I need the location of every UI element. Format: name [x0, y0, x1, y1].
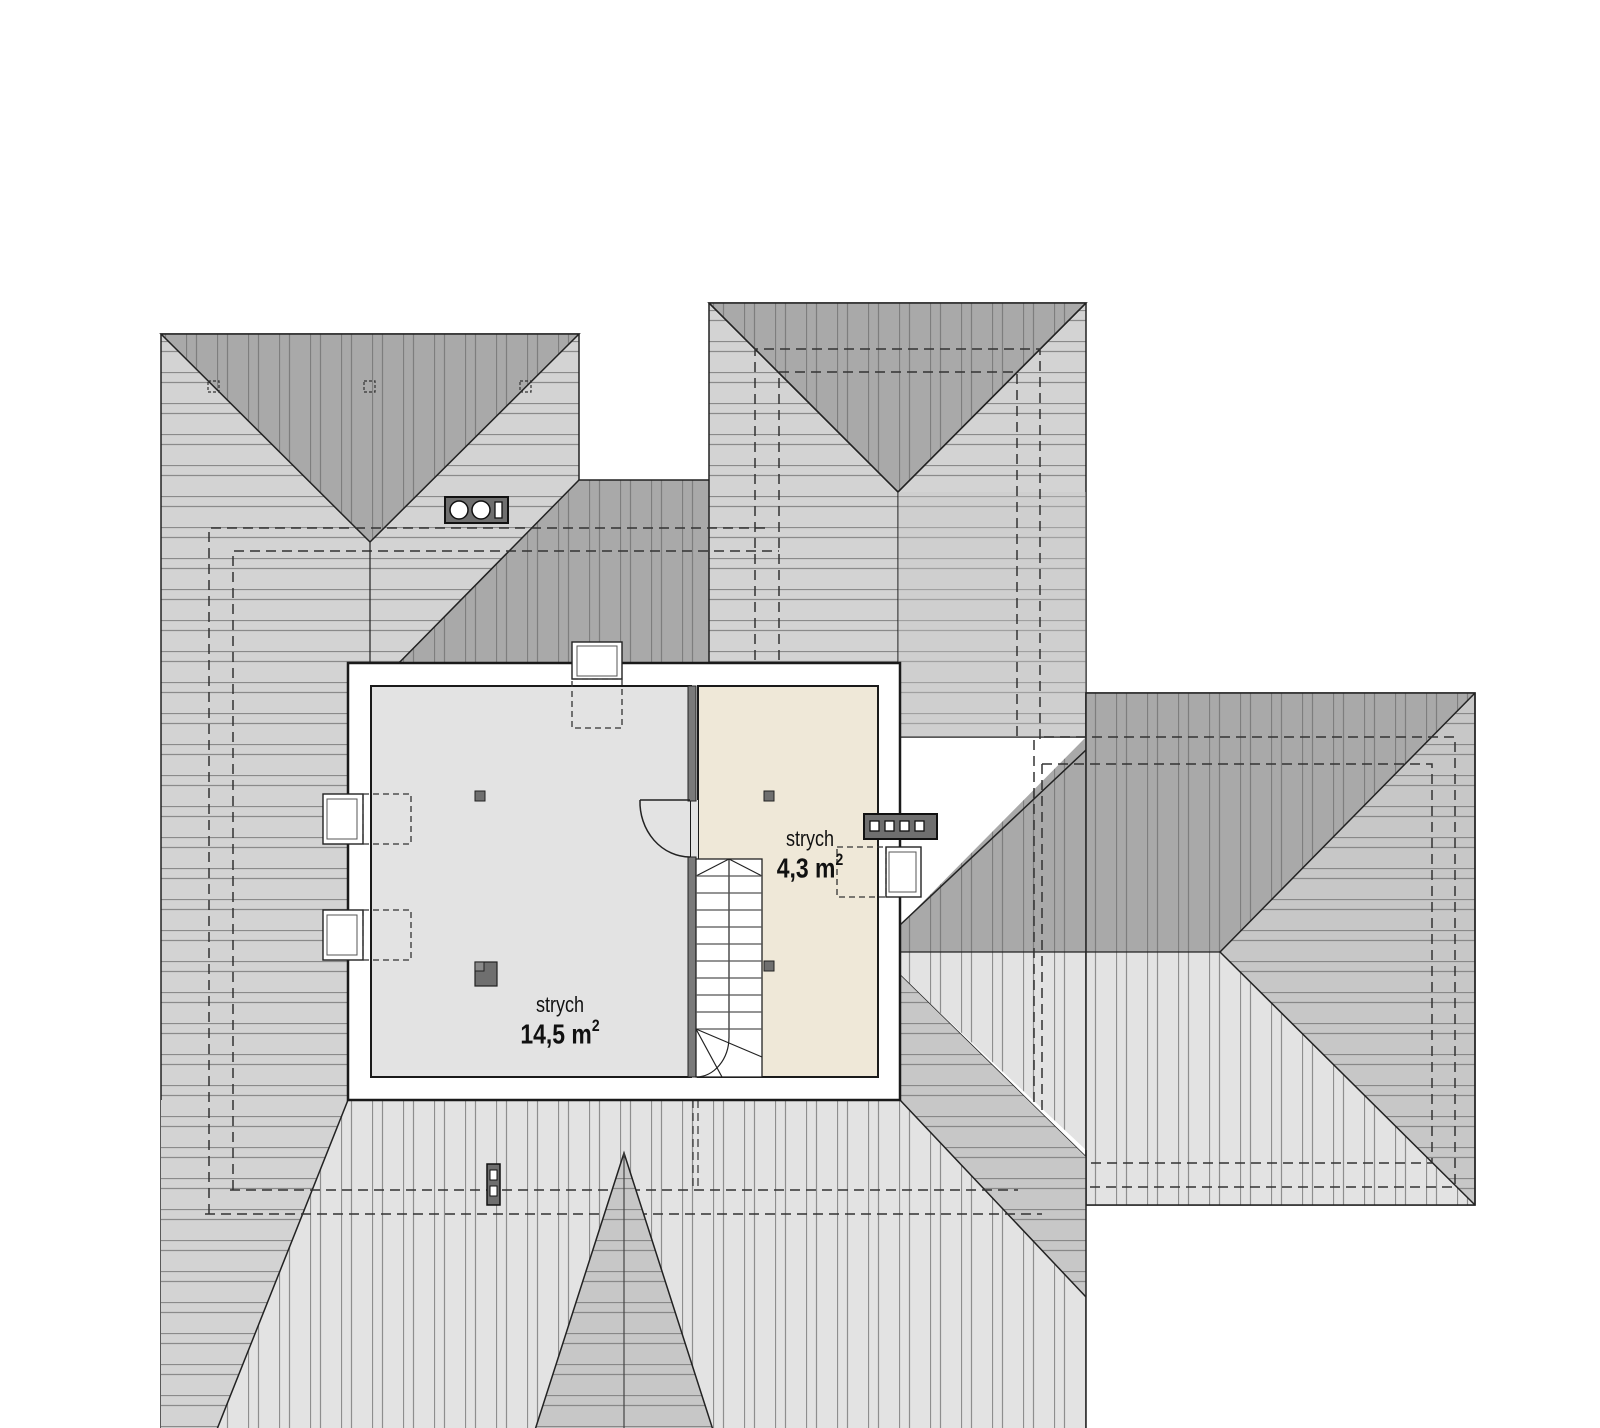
roof-window-east [836, 846, 922, 898]
attic-door [639, 799, 691, 858]
roof-window-west-1 [322, 793, 412, 845]
roof-left-eaves [208, 527, 779, 1214]
roof-east-wing [899, 692, 1476, 1206]
roof-window-west-2 [322, 909, 412, 961]
room-attic-large [370, 685, 692, 1078]
chimney-four-flues [863, 813, 938, 840]
roof-hatch-marker [519, 380, 532, 393]
chimney-interior [474, 961, 498, 987]
room-name: strych [535, 992, 585, 1017]
room-name: strych [785, 826, 835, 851]
roof-window-north [571, 641, 623, 729]
chimney-round-flues [444, 496, 509, 524]
room-label-attic-small: strych 4,3 m2 [748, 826, 872, 884]
post-marker [763, 790, 775, 802]
attic-core [346, 661, 902, 1102]
post-marker [763, 960, 775, 972]
roof-hatch-marker [207, 380, 220, 393]
roof-porch-gable [534, 1150, 714, 1428]
post-marker [474, 790, 486, 802]
staircase [695, 858, 763, 1078]
room-label-attic-large: strych 14,5 m2 [480, 992, 640, 1050]
chimney-two-flues [486, 1163, 501, 1206]
roof-hatch-marker [363, 380, 376, 393]
room-area: 14,5 m2 [520, 1016, 600, 1050]
room-area: 4,3 m2 [776, 850, 844, 884]
